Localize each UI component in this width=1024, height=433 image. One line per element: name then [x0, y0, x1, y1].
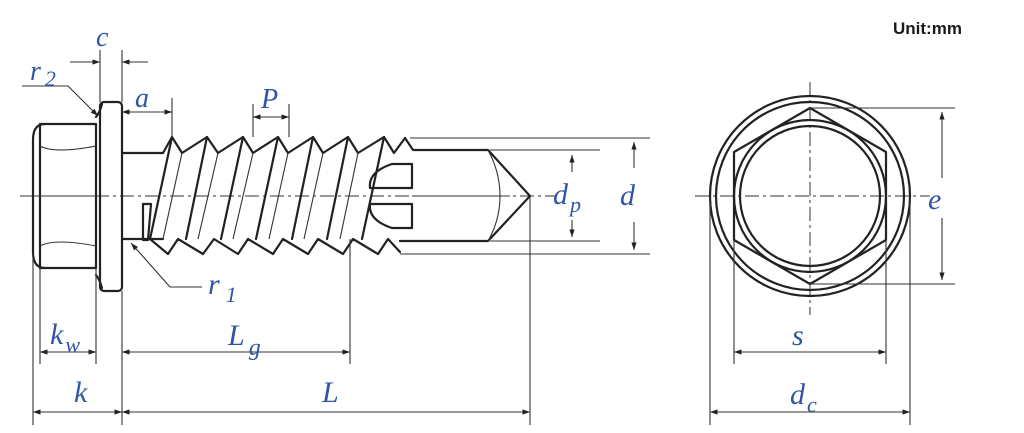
end-view: e s dc: [695, 82, 955, 425]
label-kw: kw: [50, 318, 80, 357]
label-P: P: [260, 84, 278, 115]
dim-kw: kw: [39, 268, 97, 364]
hex-head: [31, 122, 98, 270]
label-c: c: [96, 22, 109, 53]
label-k: k: [74, 376, 88, 409]
hex-top-circle: [738, 124, 882, 268]
dim-dc: dc: [709, 196, 911, 425]
dim-P: P: [252, 84, 290, 137]
flange: [94, 100, 124, 293]
drill-point: [368, 136, 532, 243]
unit-label: Unit:mm: [893, 19, 962, 38]
dim-L: L: [121, 196, 531, 425]
label-s: s: [792, 319, 804, 352]
label-e: e: [928, 183, 941, 216]
label-dp: dp: [553, 178, 581, 217]
label-dc: dc: [790, 378, 817, 417]
dim-k: k: [32, 252, 122, 425]
dim-s: s: [733, 240, 887, 364]
dim-e: e: [810, 107, 955, 285]
flange-chamfer: [714, 100, 906, 292]
label-a: a: [135, 83, 149, 114]
label-L: L: [321, 376, 339, 409]
dim-dp: dp: [490, 149, 600, 242]
label-d: d: [620, 179, 636, 212]
dim-d: d: [400, 137, 650, 255]
dim-c: c: [70, 22, 148, 102]
dim-a: a: [121, 83, 173, 137]
threaded-shank: [120, 135, 407, 256]
hex-bearing-circle: [732, 118, 888, 274]
